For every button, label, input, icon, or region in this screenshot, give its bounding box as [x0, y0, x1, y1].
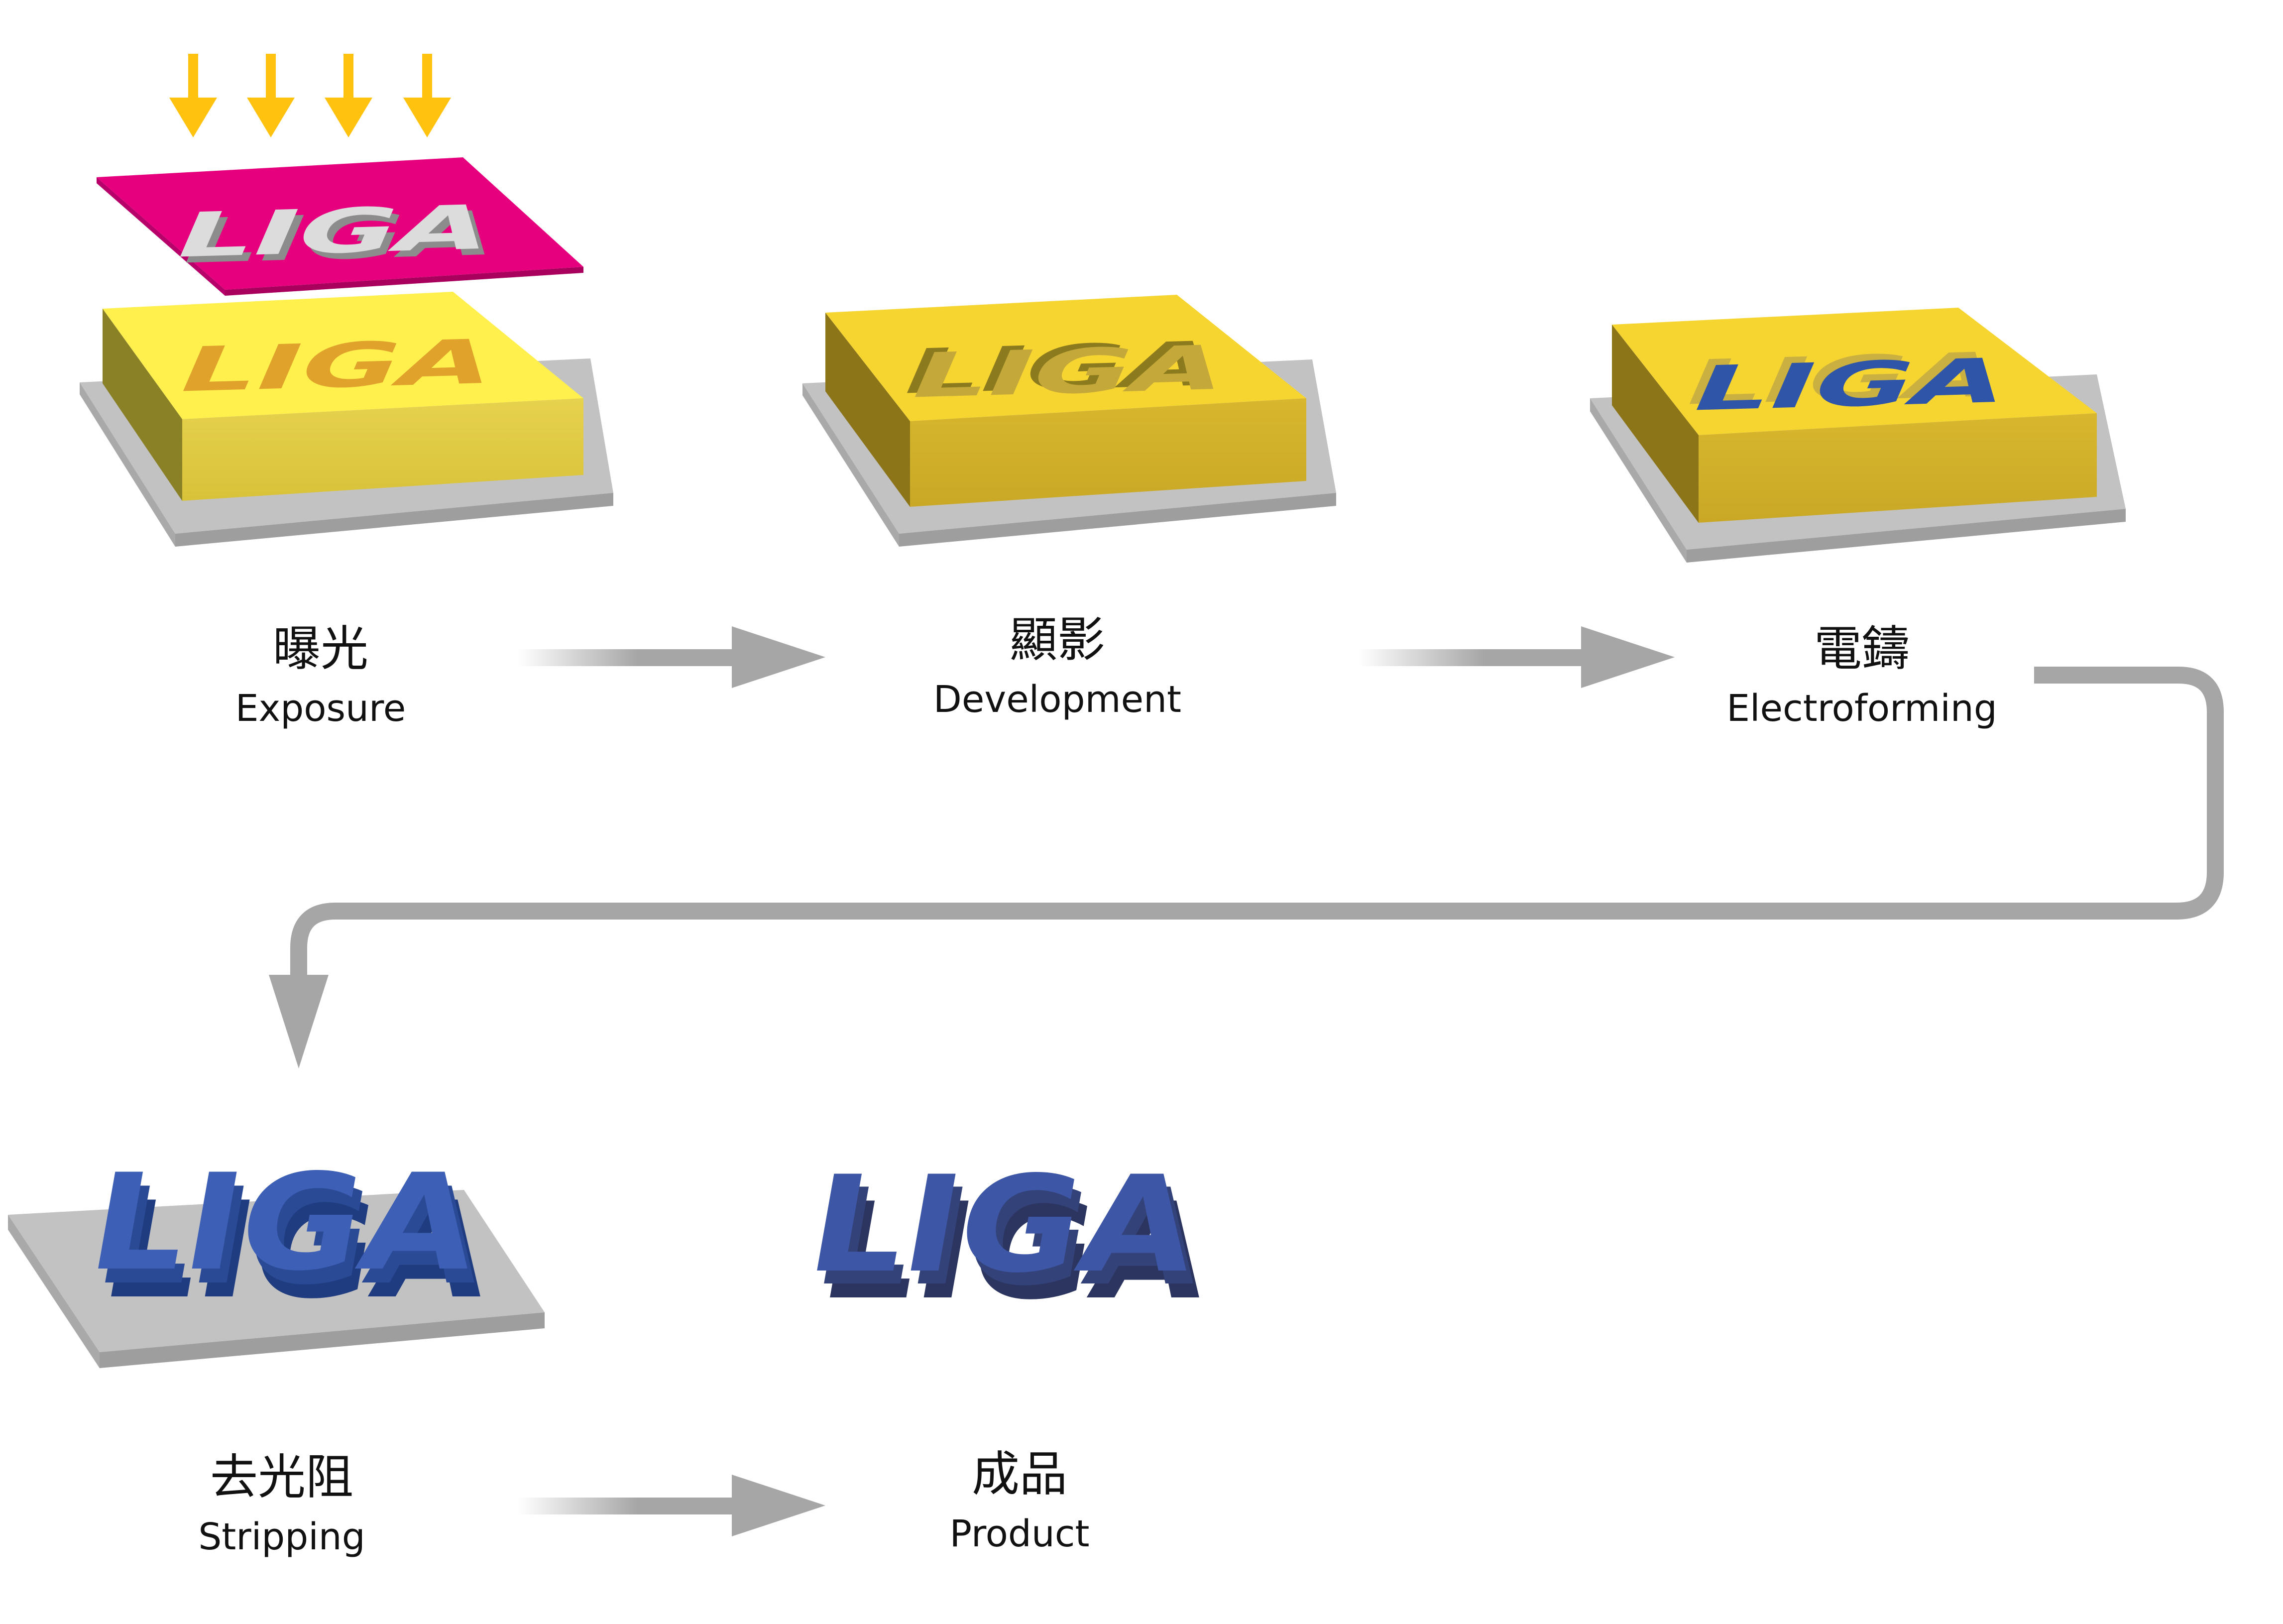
metal-logo-top: LIGA — [79, 1146, 491, 1300]
product-logo-mid: LIGA — [805, 1160, 1217, 1315]
light-arrows — [169, 54, 451, 137]
product-illustration: LIGA LIGA LIGA — [798, 1148, 1223, 1329]
developed-resist-block: LIGA LIGA — [825, 295, 1306, 507]
electroforming-illustration: LIGA LIGA — [1590, 308, 2126, 563]
metal-logo-mid: LIGA — [86, 1160, 498, 1314]
substrate — [8, 1190, 545, 1368]
step-label-product: 成品 Product — [950, 1446, 1090, 1555]
flow-arrow-exposure-to-development — [518, 626, 825, 688]
cavity-wall-text: LIGA — [1672, 339, 2013, 419]
step-label-electroforming: 電鑄 Electroforming — [1726, 621, 1997, 730]
metal-structure: LIGA LIGA LIGA — [79, 1146, 504, 1328]
flow-arrow-electroforming-to-stripping — [269, 667, 2224, 1068]
step-title-en: Development — [933, 678, 1181, 721]
step-label-exposure: 曝光 Exposure — [235, 621, 406, 730]
cavity-shadow-text: LIGA — [890, 328, 1231, 408]
exposure-illustration: LIGA LIGA LIGA — [80, 54, 613, 547]
product-logo-side: LIGA — [811, 1174, 1223, 1329]
step-title-zh: 曝光 — [273, 621, 368, 677]
product-logo-top: LIGA — [798, 1148, 1210, 1302]
development-illustration: LIGA LIGA — [802, 295, 1336, 547]
metal-logo-side: LIGA — [92, 1173, 504, 1328]
step-title-zh: 顯影 — [1010, 612, 1105, 668]
photomask: LIGA LIGA — [97, 157, 583, 296]
step-title-en: Product — [950, 1512, 1090, 1555]
step-title-en: Stripping — [198, 1515, 365, 1558]
light-arrow-icon — [169, 54, 217, 137]
light-arrow-icon — [247, 54, 295, 137]
photoresist-block: LIGA — [103, 292, 583, 501]
cavity-floor-text: LIGA — [898, 332, 1239, 412]
step-title-zh: 成品 — [972, 1446, 1067, 1502]
flow-arrow-development-to-electroforming — [1359, 626, 1675, 688]
mask-logo-text: LIGA — [169, 197, 510, 277]
step-label-development: 顯影 Development — [933, 612, 1181, 721]
step-title-en: Exposure — [235, 687, 406, 730]
mask-logo-text: LIGA — [163, 191, 504, 271]
stripping-illustration: LIGA LIGA LIGA — [8, 1146, 545, 1368]
step-label-stripping: 去光阻 Stripping — [198, 1449, 365, 1558]
light-arrow-icon — [325, 54, 372, 137]
step-title-zh: 去光阻 — [210, 1449, 353, 1505]
exposed-logo-text: LIGA — [166, 326, 507, 406]
light-arrow-icon — [403, 54, 451, 137]
step-title-en: Electroforming — [1726, 687, 1997, 730]
step-title-zh: 電鑄 — [1814, 621, 1910, 677]
metal-fill-text: LIGA — [1679, 345, 2020, 425]
filled-resist-block: LIGA LIGA — [1612, 308, 2097, 523]
flow-arrow-stripping-to-product — [518, 1475, 825, 1536]
